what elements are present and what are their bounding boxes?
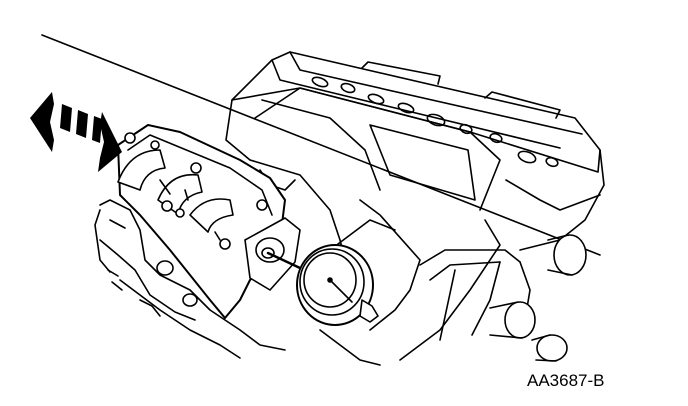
dial-indicator-mount: [244, 217, 302, 291]
bolt-head: [161, 200, 173, 212]
double-headed-dashed-arrow-icon: [30, 92, 122, 172]
left-side-details: [94, 209, 161, 317]
crank-snout-mid: [504, 301, 536, 339]
head-port-holes: [311, 76, 559, 168]
crank-endplay-fixture: [117, 124, 286, 319]
figure-id-label: AA3687-B: [527, 371, 605, 390]
port-hole: [397, 102, 415, 114]
bolt-head: [124, 132, 136, 144]
bolt-head: [150, 140, 160, 150]
bolt-head: [190, 162, 202, 174]
port-hole: [459, 123, 473, 135]
bearing-cap: [189, 198, 234, 233]
bolt-head: [175, 208, 185, 218]
crank-snout-end: [536, 334, 568, 362]
port-hole: [426, 113, 446, 127]
port-hole: [517, 150, 537, 164]
port-hole: [367, 93, 385, 105]
bolt-head: [219, 238, 231, 250]
port-hole: [311, 76, 329, 88]
port-hole: [489, 132, 503, 144]
block-top-edge-line: [41, 34, 601, 256]
dial-indicator-icon: [296, 244, 379, 326]
bolt-head: [256, 199, 268, 211]
port-hole: [545, 156, 559, 168]
crank-snout-large: [553, 234, 587, 276]
bearing-cap: [117, 149, 166, 191]
port-hole: [340, 82, 356, 94]
block-right-side: [399, 149, 605, 362]
cylinder-head-outline: [225, 51, 601, 211]
